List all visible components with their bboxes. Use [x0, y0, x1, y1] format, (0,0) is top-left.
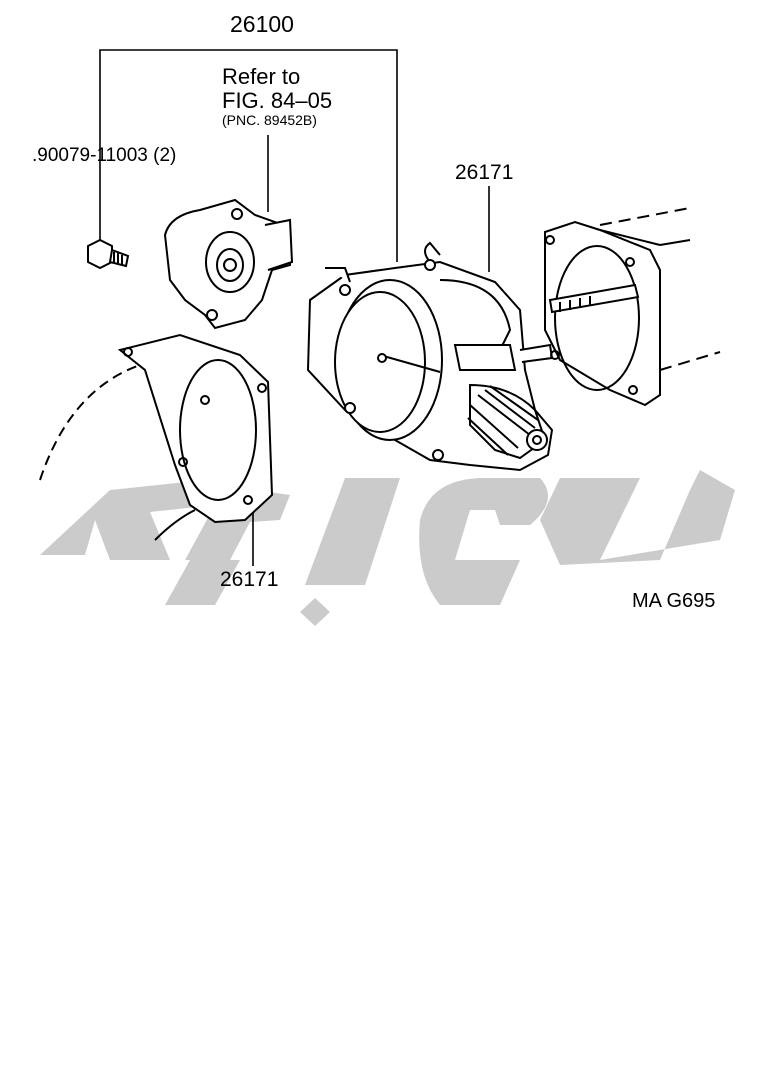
- leader-lines: [99, 49, 490, 566]
- refer-note-line3: (PNC. 89452B): [222, 112, 317, 128]
- throttle-sensor-drawing: [163, 198, 294, 330]
- bolt-part-number: .90079-11003 (2): [32, 145, 177, 166]
- throttle-body-drawing: [306, 241, 554, 472]
- refer-note-line2: FIG. 84–05: [222, 88, 333, 113]
- refer-note-line1: Refer to: [222, 64, 301, 89]
- gasket-lower-drawing: [39, 333, 274, 541]
- bolt-drawing: [87, 238, 130, 270]
- gasket-upper-part-number: 26171: [455, 161, 514, 184]
- watermark-logo: [40, 470, 735, 626]
- assembly-part-number: 26100: [230, 11, 294, 37]
- gasket-upper-drawing: [544, 207, 721, 407]
- gasket-lower-part-number: 26171: [220, 568, 279, 591]
- figure-code: MA G695: [632, 590, 716, 612]
